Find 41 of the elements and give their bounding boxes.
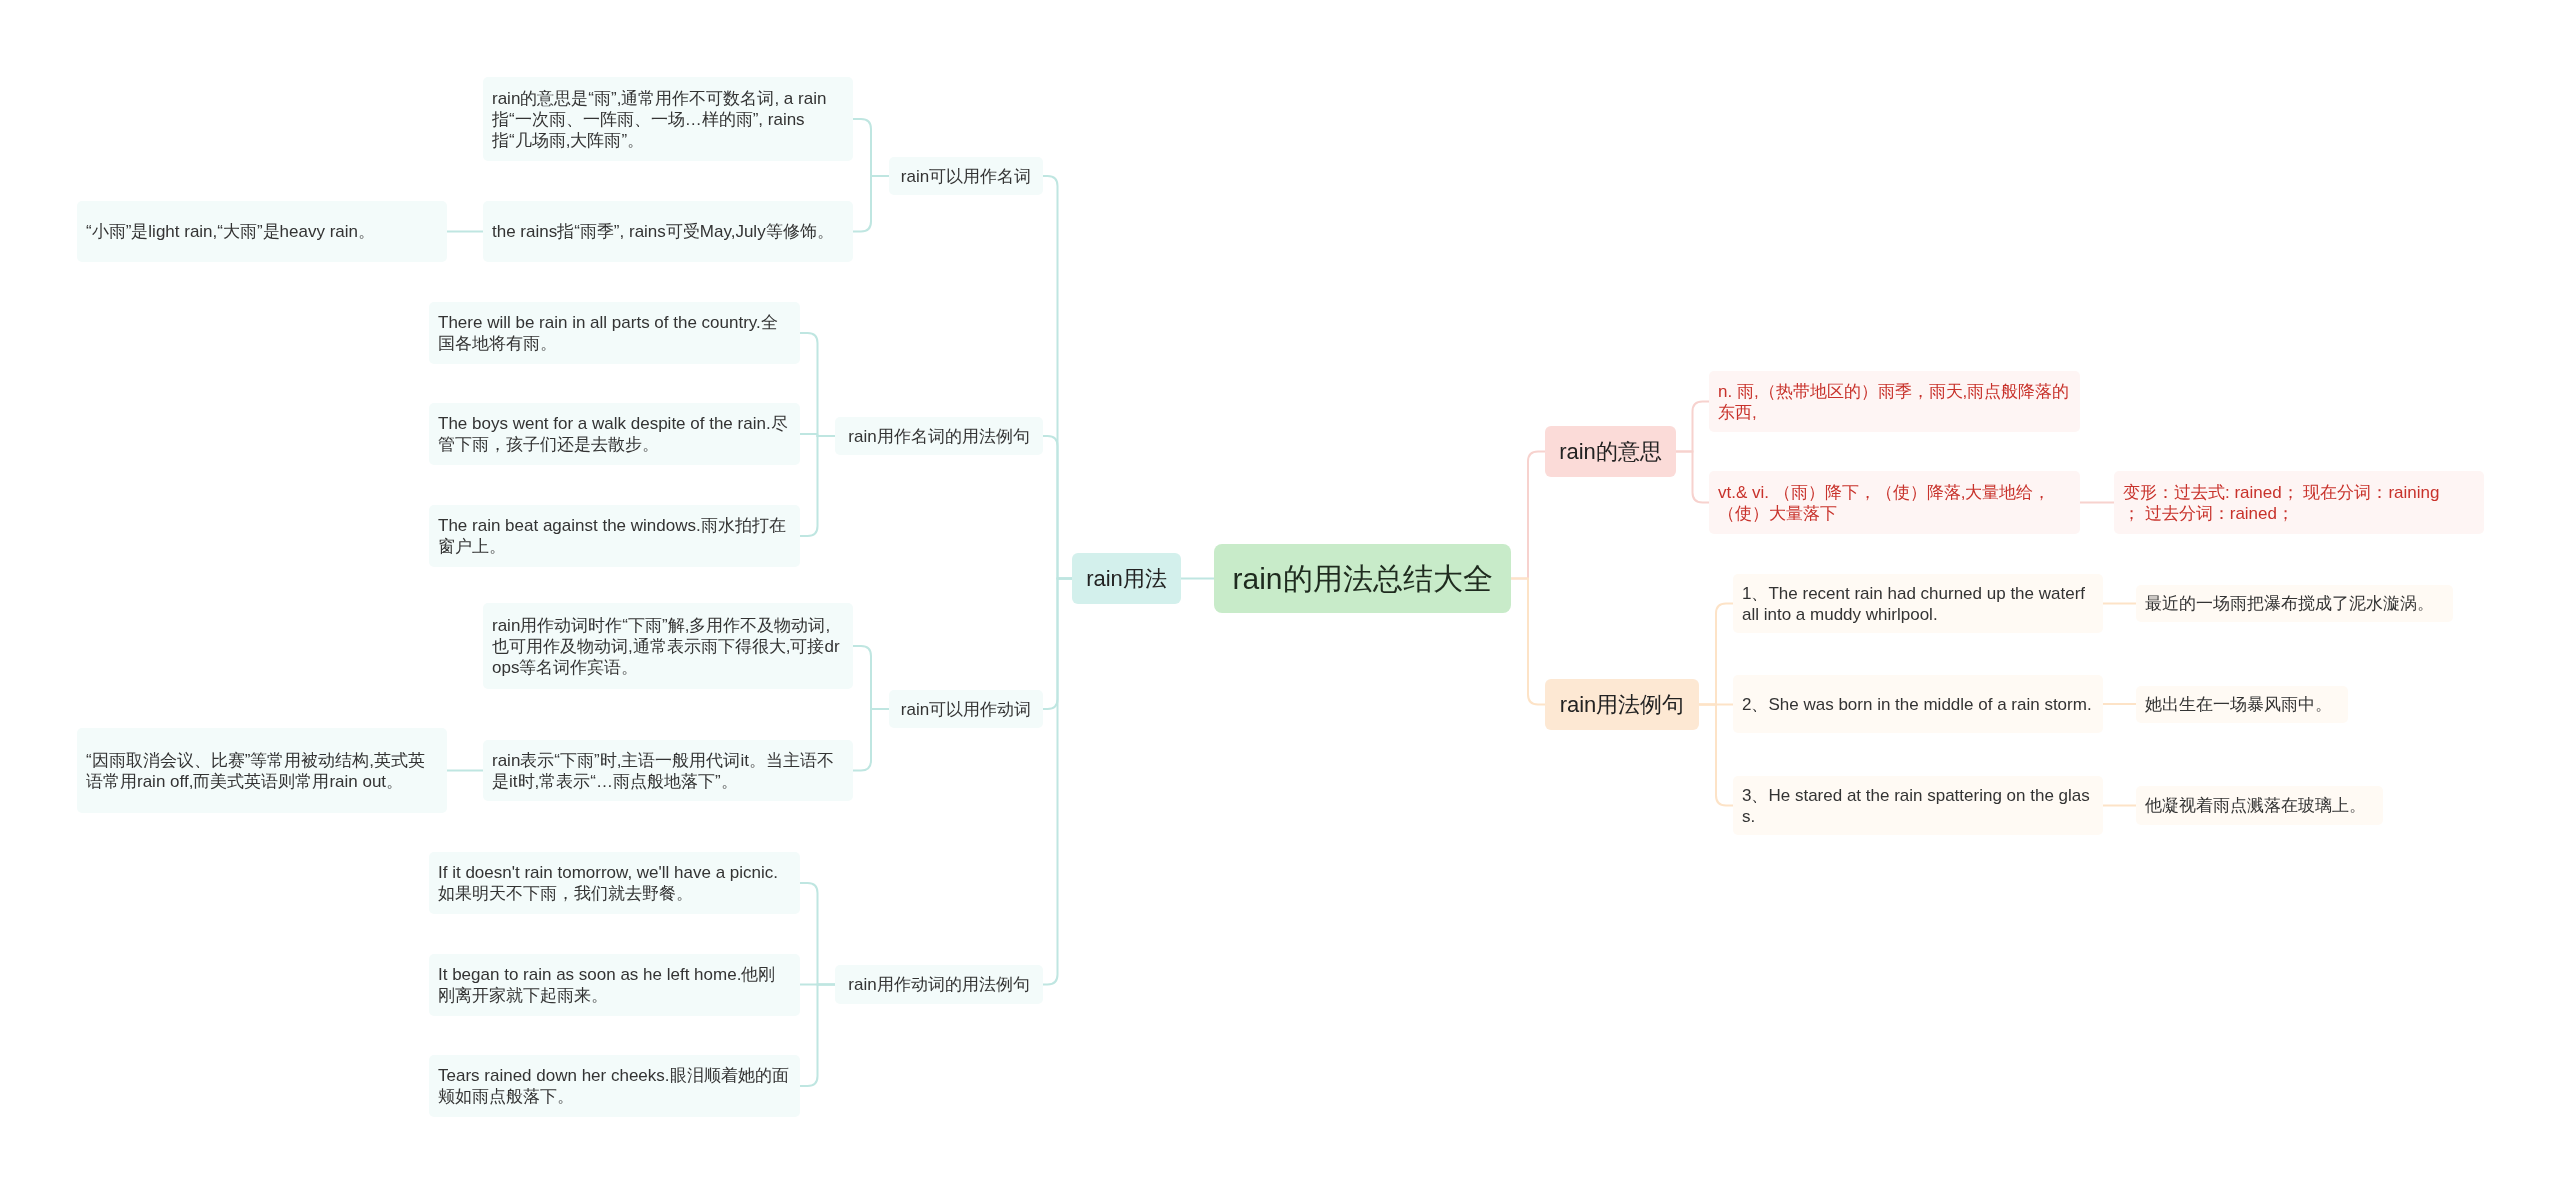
- note-card: 1、The recent rain had churned up the waterfall into a muddy whirlpool.: [1733, 574, 2103, 633]
- connector-line: [1675, 450, 1710, 504]
- note-card: 2、She was born in the middle of a rain storm.: [1733, 675, 2103, 733]
- note-card: If it doesn't rain tomorrow, we'll have a picnic.如果明天不下雨，我们就去野餐。: [429, 852, 800, 914]
- note-card: It began to rain as soon as he left home.他刚刚离开家就下起雨来。: [429, 954, 800, 1016]
- connector-line: [2102, 602, 2137, 605]
- note-card: “小雨”是light rain,“大雨”是heavy rain。: [77, 201, 447, 262]
- note-card: 最近的一场雨把瀑布搅成了泥水漩涡。: [2136, 585, 2453, 622]
- note-card: 他凝视着雨点溅落在玻璃上。: [2136, 786, 2383, 825]
- connector-line: [2102, 703, 2137, 705]
- note-card: 3、He stared at the rain spattering on the glass.: [1733, 776, 2103, 835]
- connector-line: [799, 983, 836, 1087]
- note-card: Tears rained down her cheeks.眼泪顺着她的面颊如雨点般落下。: [429, 1055, 800, 1117]
- connector-line: [852, 708, 890, 772]
- central-topic: rain的用法总结大全: [1214, 544, 1511, 613]
- note-card: 变形：过去式: rained； 现在分词：raining； 过去分词：rained；: [2114, 471, 2484, 534]
- note-card: vt.& vi. （雨）降下，（使）降落,大量地给，（使）大量落下: [1709, 471, 2080, 534]
- main-topic: rain用法例句: [1545, 679, 1699, 730]
- note-card: “因雨取消会议、比赛”等常用被动结构,英式英语常用rain off,而美式英语则常用rain out。: [77, 728, 447, 813]
- note-card: 她出生在一场暴风雨中。: [2136, 686, 2348, 723]
- connector-line: [2079, 501, 2115, 504]
- note-card: There will be rain in all parts of the country.全国各地将有雨。: [429, 302, 800, 364]
- main-topic: rain用法: [1072, 553, 1181, 604]
- subtopic: rain用作名词的用法例句: [835, 417, 1043, 455]
- note-card: rain表示“下雨”时,主语一般用代词it。当主语不是it时,常表示“…雨点般地落下”。: [483, 740, 853, 801]
- main-topic: rain的意思: [1545, 426, 1676, 477]
- connector-line: [852, 175, 890, 233]
- subtopic: rain可以用作名词: [889, 157, 1043, 195]
- connector-line: [1180, 577, 1215, 580]
- note-card: n. 雨,（热带地区的）雨季，雨天,雨点般降落的东西,: [1709, 371, 2080, 432]
- subtopic: rain可以用作动词: [889, 690, 1043, 728]
- note-card: rain的意思是“雨”,通常用作不可数名词, a rain指“一次雨、一阵雨、一场…样的雨”, rains指“几场雨,大阵雨”。: [483, 77, 853, 161]
- connector-line: [446, 230, 484, 233]
- connector-line: [446, 769, 484, 772]
- note-card: rain用作动词时作“下雨”解,多用作不及物动词,也可用作及物动词,通常表示雨下得很大,可接drops等名词作宾语。: [483, 603, 853, 689]
- connector-line: [2102, 804, 2137, 807]
- note-card: the rains指“雨季”, rains可受May,July等修饰。: [483, 201, 853, 262]
- note-card: The boys went for a walk despite of the rain.尽管下雨，孩子们还是去散步。: [429, 403, 800, 465]
- connector-line: [799, 435, 836, 537]
- subtopic: rain用作动词的用法例句: [835, 965, 1043, 1004]
- note-card: The rain beat against the windows.雨水拍打在窗户上。: [429, 505, 800, 567]
